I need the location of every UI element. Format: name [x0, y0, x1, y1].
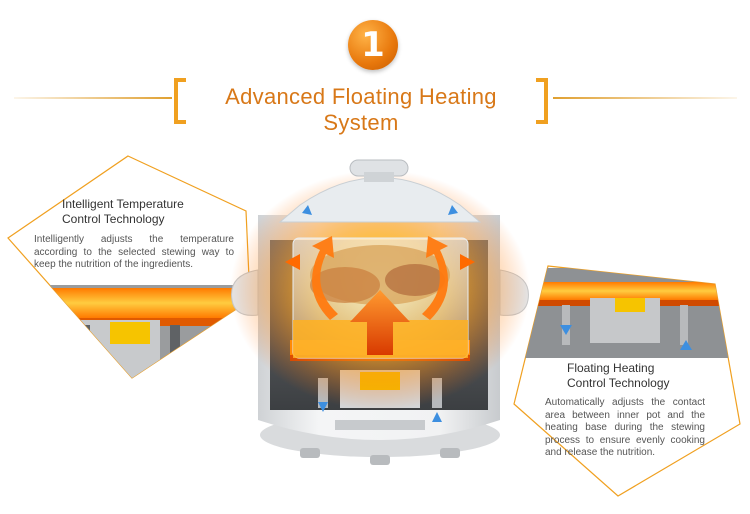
left-heading-line2: Control Technology [62, 212, 165, 226]
inner-pot [230, 170, 530, 410]
title-bracket-right [536, 78, 548, 124]
right-heading-line2: Control Technology [567, 376, 670, 390]
right-callout-heading: Floating Heating Control Technology [567, 361, 737, 391]
right-zoom-panel [513, 265, 741, 497]
left-callout-body: Intelligently adjusts the temperature ac… [34, 234, 234, 270]
right-callout-body: Automatically adjusts the contact area b… [545, 397, 705, 458]
header-divider-right [553, 97, 737, 99]
glass-lid [278, 159, 482, 223]
header-divider-left [14, 97, 172, 99]
left-heading-line1: Intelligent Temperature [62, 197, 184, 211]
page-title: Advanced Floating Heating System [225, 84, 497, 135]
left-callout-heading: Intelligent Temperature Control Technolo… [62, 197, 237, 227]
right-heading-line1: Floating Heating [567, 361, 655, 375]
title-bracket-left [174, 78, 186, 124]
step-number-badge: 1 [348, 20, 398, 70]
